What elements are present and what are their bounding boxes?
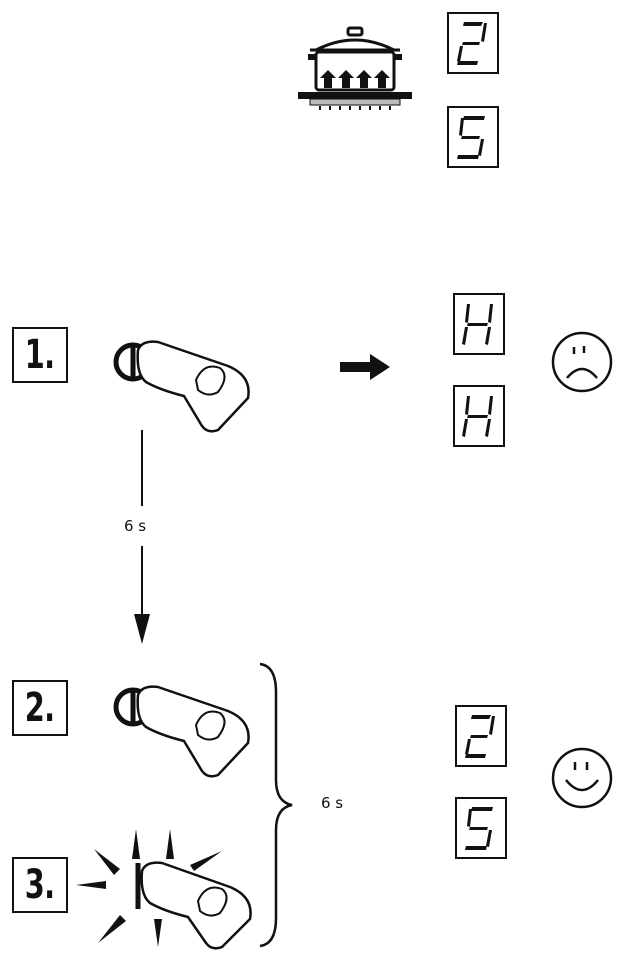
sad-face-icon [550, 330, 614, 394]
pot-on-hob-icon [296, 26, 414, 110]
success-display-1: 2 [455, 705, 507, 767]
step-1-label: 1. [25, 332, 55, 378]
smiley-face-icon [550, 746, 614, 810]
step-3-label: 3. [25, 862, 55, 908]
step-1-box: 1. [12, 327, 68, 383]
hold-duration-label: 6 s [124, 517, 147, 535]
header-display-level-1: 2 [447, 12, 499, 74]
fail-display-2: H [453, 385, 505, 447]
brace-icon [258, 662, 298, 948]
step-2-label: 2. [25, 685, 55, 731]
header-display-level-2: 5 [447, 106, 499, 168]
arrow-right-icon [340, 354, 390, 380]
success-display-2: 5 [455, 797, 507, 859]
finger-press-icon [108, 332, 258, 434]
fail-display-1: H [453, 293, 505, 355]
blinking-key-icon [74, 825, 264, 950]
finger-press-icon-step-2 [108, 677, 258, 779]
step-3-box: 3. [12, 857, 68, 913]
step-2-box: 2. [12, 680, 68, 736]
arrow-down-icon [130, 430, 154, 646]
sequence-duration-label: 6 s [321, 794, 344, 812]
